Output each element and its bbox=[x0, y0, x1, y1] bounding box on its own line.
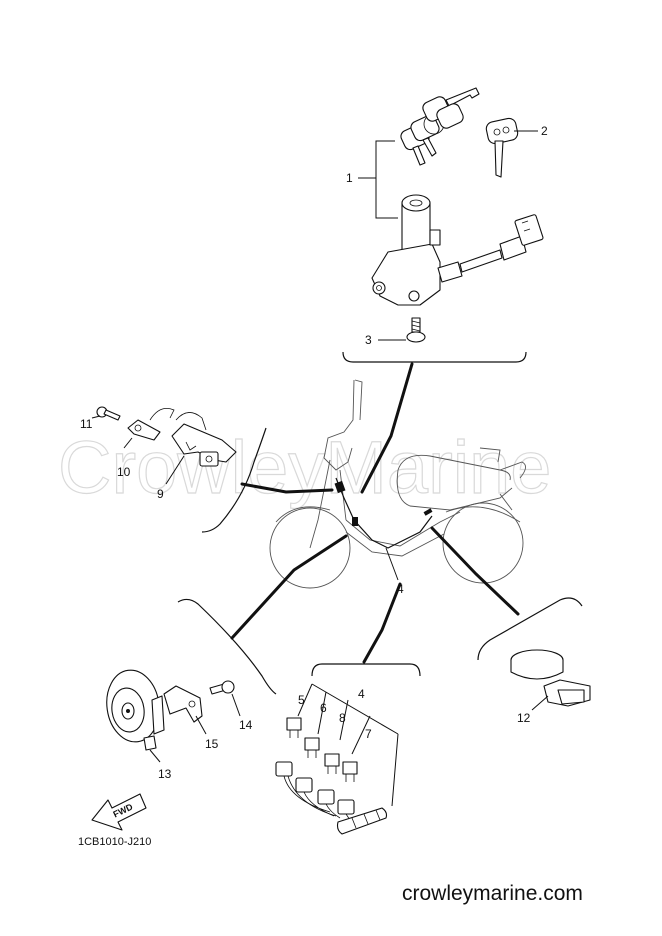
site-url: crowleymarine.com bbox=[402, 882, 583, 905]
fuse-icon bbox=[304, 737, 320, 758]
callout-leaders-fuses bbox=[297, 683, 399, 807]
leader-horn bbox=[230, 534, 348, 640]
fuse-icon bbox=[286, 717, 302, 738]
callout-5: 5 bbox=[298, 693, 305, 707]
callout-13: 13 bbox=[158, 767, 172, 781]
callout-12: 12 bbox=[517, 711, 531, 725]
callout-6: 6 bbox=[320, 701, 327, 715]
bracket-icon bbox=[165, 412, 237, 485]
leader-right bbox=[430, 526, 520, 616]
wire-harness-on-frame bbox=[334, 477, 433, 581]
bolt-icon bbox=[91, 406, 121, 421]
callout-2: 2 bbox=[541, 124, 548, 138]
leader-left bbox=[240, 482, 334, 494]
wire-harness-icon bbox=[275, 761, 388, 835]
leader-harness bbox=[362, 582, 402, 664]
callout-4-frame: 4 bbox=[397, 582, 404, 596]
callout-9: 9 bbox=[157, 487, 164, 501]
clamp-icon bbox=[123, 407, 175, 449]
callout-11: 11 bbox=[80, 417, 93, 431]
callout-3: 3 bbox=[365, 333, 372, 347]
group-bracket-top bbox=[342, 351, 527, 363]
fuse-icon bbox=[342, 761, 358, 782]
group-bracket-left bbox=[201, 427, 267, 533]
screw-icon bbox=[378, 317, 426, 343]
group-bracket-horn bbox=[177, 598, 277, 695]
horn-icon bbox=[106, 669, 165, 763]
callout-14: 14 bbox=[239, 718, 253, 732]
fwd-arrow-icon: FWD bbox=[91, 793, 147, 831]
scooter-outline-icon bbox=[269, 379, 526, 589]
watermark-text: CrowleyMarine bbox=[58, 426, 551, 509]
callout-15: 15 bbox=[205, 737, 219, 751]
band-icon bbox=[510, 649, 591, 711]
callout-8: 8 bbox=[339, 711, 346, 725]
bolt-icon bbox=[209, 680, 241, 717]
main-switch-assembly-icon bbox=[371, 194, 544, 306]
callout-1: 1 bbox=[346, 171, 353, 185]
group-bracket-right bbox=[477, 597, 583, 661]
key-icon bbox=[485, 117, 519, 178]
horn-bracket-icon bbox=[163, 685, 207, 735]
fuse-icon bbox=[324, 753, 340, 774]
callout-10: 10 bbox=[117, 465, 131, 479]
group-bracket-harness bbox=[311, 663, 421, 677]
callout-1-bracket bbox=[358, 140, 398, 219]
callout-7: 7 bbox=[365, 727, 372, 741]
leader-top bbox=[360, 362, 414, 494]
callout-4-harness: 4 bbox=[358, 687, 365, 701]
main-switch-keys-icon bbox=[400, 87, 480, 166]
diagram-code: 1CB1010-J210 bbox=[78, 836, 151, 848]
